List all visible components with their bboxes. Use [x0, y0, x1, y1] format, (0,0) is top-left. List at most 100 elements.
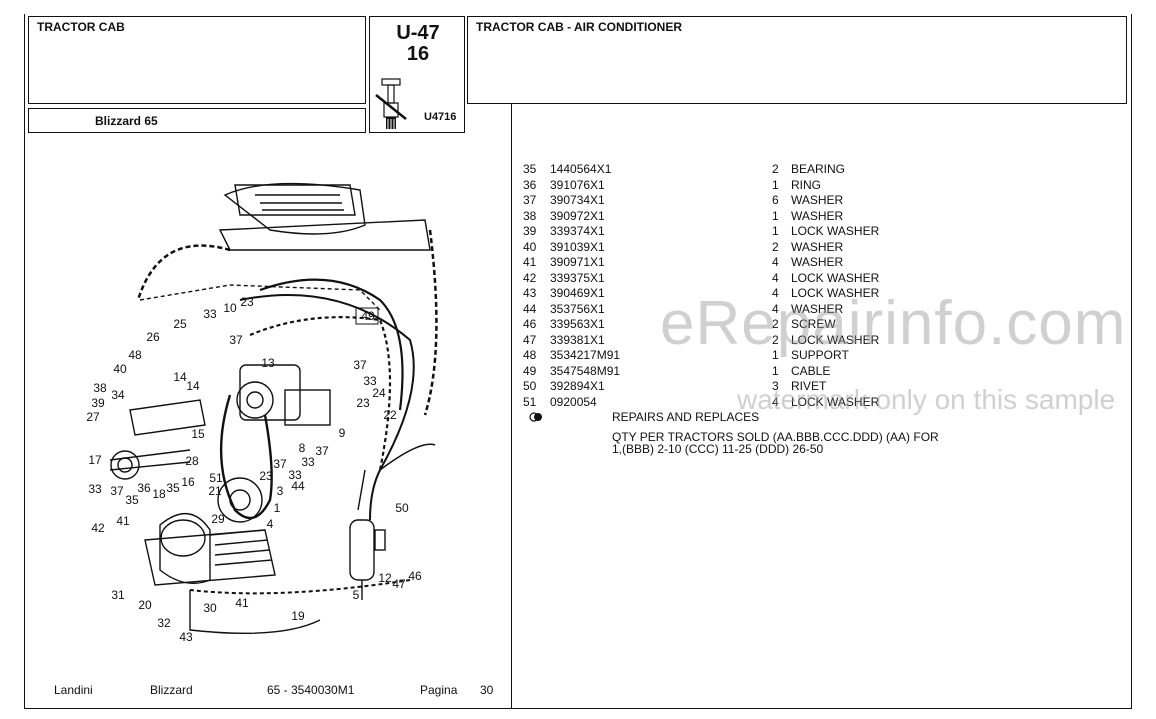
part-description: CABLE: [791, 363, 831, 378]
part-ref: 42: [523, 270, 537, 285]
callout-33b: 33: [363, 374, 377, 388]
callout-50: 50: [395, 501, 409, 515]
callout-41b: 41: [235, 596, 249, 610]
callout-13: 13: [261, 356, 275, 370]
callout-24: 24: [372, 386, 386, 400]
part-description: WASHER: [791, 208, 844, 223]
part-qty: 4: [772, 301, 779, 316]
column-divider: [511, 104, 512, 709]
exploded-parts-diagram: 49 10 23 33 25 37 26 48 13 37 40 33 38 1…: [86, 182, 438, 644]
part-description: RING: [791, 177, 821, 192]
callout-21: 21: [208, 484, 222, 498]
part-number: 3547548M91: [550, 363, 621, 378]
callout-25: 25: [173, 317, 187, 331]
qty-note-line2: 1,(BBB) 2-10 (CCC) 11-25 (DDD) 26-50: [612, 442, 824, 456]
part-description: LOCK WASHER: [791, 270, 880, 285]
part-description: WASHER: [791, 301, 844, 316]
part-number: 390734X1: [550, 193, 605, 207]
callout-33c: 33: [301, 455, 315, 469]
footer-page-number: 30: [480, 683, 494, 697]
part-qty: 1: [772, 177, 779, 192]
part-ref: 47: [523, 332, 537, 347]
callout-37: 37: [229, 333, 243, 347]
part-number: 390971X1: [550, 255, 605, 269]
callout-5: 5: [353, 588, 360, 602]
callout-33: 33: [203, 307, 217, 321]
callout-37e: 37: [110, 484, 124, 498]
part-qty: 2: [772, 332, 779, 347]
page-border: [24, 14, 1132, 709]
part-ref: 51: [523, 394, 537, 409]
callout-27: 27: [86, 410, 100, 424]
part-ref: 44: [523, 301, 537, 316]
callout-41: 41: [116, 514, 130, 528]
callout-46: 46: [408, 569, 422, 583]
part-ref: 50: [523, 379, 537, 393]
callout-39: 39: [91, 396, 105, 410]
watermark-main: eRepairinfo.com: [660, 289, 1127, 358]
part-description: LOCK WASHER: [791, 224, 880, 238]
callout-31: 31: [111, 588, 125, 602]
callout-29: 29: [211, 512, 225, 526]
section-title: TRACTOR CAB: [37, 20, 125, 34]
callout-48: 48: [128, 348, 142, 362]
watermark-sub: watermark only on this sample: [737, 384, 1116, 415]
part-description: SCREW: [791, 317, 836, 331]
callout-34: 34: [111, 388, 125, 402]
part-qty: 4: [772, 394, 779, 409]
part-qty: 1: [772, 224, 779, 238]
part-qty: 4: [772, 270, 779, 285]
footer-doc: 65 - 3540030M1: [267, 683, 355, 697]
callout-16: 16: [181, 475, 195, 489]
part-number: 353756X1: [550, 301, 605, 316]
part-ref: 40: [523, 239, 537, 254]
part-number: 339374X1: [550, 224, 605, 238]
callout-33d: 33: [288, 468, 302, 482]
callout-14b: 14: [186, 379, 200, 393]
group-sub: 16: [406, 43, 430, 65]
part-description: WASHER: [791, 255, 844, 269]
callout-49: 49: [361, 309, 375, 323]
callout-35: 35: [166, 481, 180, 495]
part-qty: 6: [772, 193, 779, 207]
group-code: U-47: [396, 22, 440, 44]
part-qty: 1: [772, 363, 779, 378]
callout-23: 23: [240, 295, 254, 309]
callout-4: 4: [267, 517, 274, 531]
part-number: 339375X1: [550, 270, 605, 285]
part-ref: 35: [523, 162, 537, 176]
callout-32: 32: [157, 616, 171, 630]
part-ref: 37: [523, 193, 537, 207]
callout-14: 14: [173, 370, 187, 384]
part-qty: 4: [772, 286, 779, 300]
part-qty: 3: [772, 379, 779, 393]
part-number: 390469X1: [550, 286, 605, 300]
part-ref: 48: [523, 348, 537, 362]
section-title-box: TRACTOR CAB: [28, 16, 366, 104]
callout-40: 40: [113, 362, 127, 376]
part-description: BEARING: [791, 162, 846, 176]
part-number: 0920054: [550, 394, 597, 409]
qty-note-line1: QTY PER TRACTORS SOLD (AA.BBB.CCC.DDD) (…: [612, 430, 939, 444]
part-ref: 49: [523, 363, 537, 378]
callout-35b: 35: [125, 493, 139, 507]
part-number: 1440564X1: [550, 162, 612, 176]
repairs-note: REPAIRS AND REPLACES: [612, 410, 760, 424]
footer-brand: Landini: [54, 683, 93, 697]
page-title: TRACTOR CAB - AIR CONDITIONER: [476, 20, 682, 34]
callout-3: 3: [277, 484, 284, 498]
callout-37c: 37: [315, 444, 329, 458]
callout-30: 30: [203, 601, 217, 615]
callout-36: 36: [137, 481, 151, 495]
part-description: LOCK WASHER: [791, 332, 880, 347]
parts-row: 44 353756X1 4 WASHER: [520, 302, 1120, 318]
footer-series: Blizzard: [150, 683, 193, 697]
